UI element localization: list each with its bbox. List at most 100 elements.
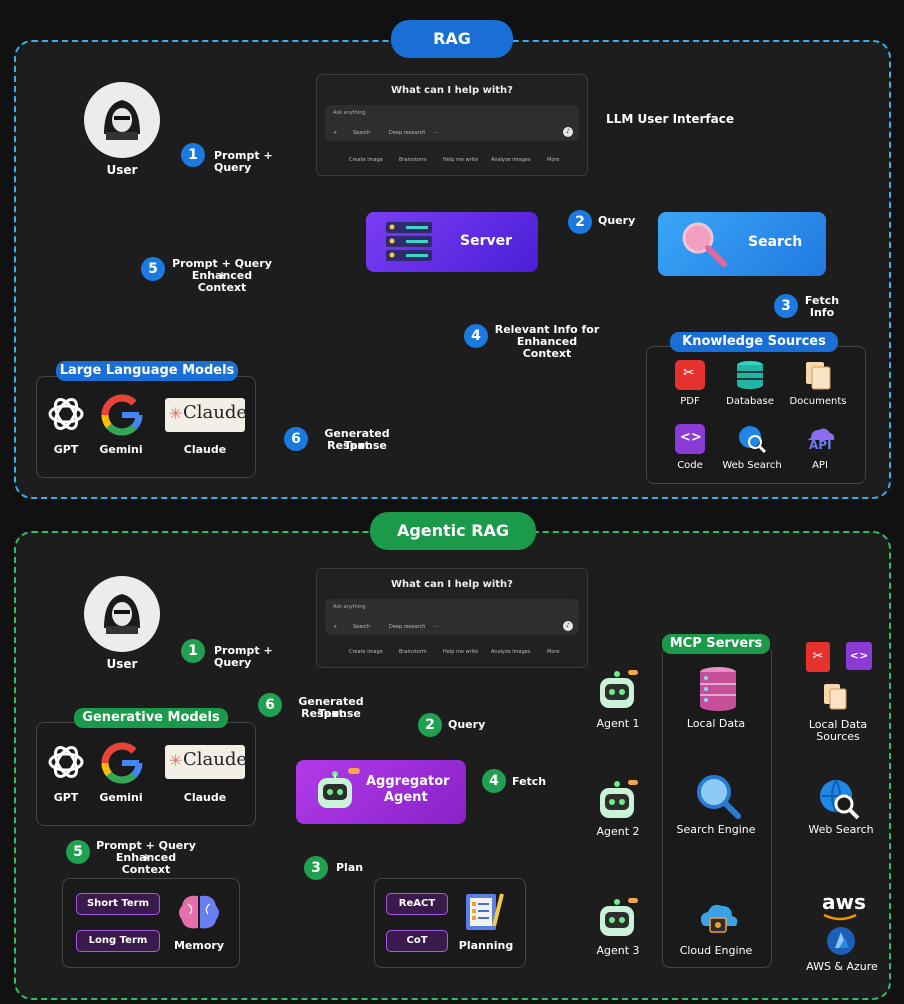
rag-ui-chip[interactable]: Brainstorm [399, 157, 427, 163]
ks-api-label: API [812, 460, 828, 471]
rag-step-4-badge: 4 [464, 324, 488, 348]
rag-ui-input[interactable]: Ask anything + Search Deep research ··· … [325, 105, 579, 141]
agentic-ui-more-button[interactable]: ··· [433, 624, 438, 630]
target-aws-azure-label: AWS & Azure [806, 960, 878, 973]
agent-1-robot-icon [600, 670, 638, 708]
ks-api: API API [790, 424, 850, 471]
rag-claude-label: Claude [183, 443, 227, 456]
agentic-user-label: User [106, 657, 138, 671]
rag-ui-voice-button[interactable]: ♪ [563, 127, 573, 137]
rag-step-5-label-2: Enhanced Context [191, 269, 253, 294]
rag-ui-deep-research-button[interactable]: Deep research [389, 130, 426, 136]
agent-3-robot-icon [600, 898, 638, 936]
aws-logo: aws [822, 890, 866, 914]
agentic-llm-ui-window: What can I help with? Ask anything + Sea… [316, 568, 588, 668]
agentic-gpt-label: GPT [53, 791, 79, 804]
aggregator-label-2: Agent [384, 790, 428, 805]
aggregator-agent: Aggregator Agent [296, 760, 466, 824]
cloud-icon [808, 428, 835, 440]
rag-step-6-label-2: Response [327, 439, 387, 452]
rag-step-3-label-2: Info [809, 306, 835, 319]
rag-knowledge-title: Knowledge Sources [670, 332, 838, 352]
pdf-icon: ✂ [675, 360, 705, 390]
agentic-ui-voice-button[interactable]: ♪ [563, 621, 573, 631]
search-engine-icon [697, 775, 741, 819]
robot-icon [318, 768, 360, 808]
agentic-claude-label: Claude [183, 791, 227, 804]
agentic-ui-chip[interactable]: Brainstorm [399, 649, 427, 655]
rag-ui-add-icon[interactable]: + [333, 130, 338, 136]
server-icon [386, 222, 432, 261]
rag-step-2-badge: 2 [568, 210, 592, 234]
code-icon: <> [675, 424, 705, 454]
ks-web-search: Web Search [722, 424, 782, 471]
ks-documents: Documents [788, 360, 848, 407]
rag-step-3-badge: 3 [774, 294, 798, 318]
agentic-ui-title: What can I help with? [391, 579, 513, 590]
agentic-ui-add-icon[interactable]: + [333, 624, 338, 630]
agentic-ui-chip[interactable]: More [547, 649, 560, 655]
rag-ui-more-button[interactable]: ··· [433, 130, 438, 136]
rag-gemini-label: Gemini [99, 443, 143, 456]
mcp-local-data-label: Local Data [686, 717, 746, 730]
rag-step-6-badge: 6 [284, 427, 308, 451]
rag-llm-title: Large Language Models [56, 361, 238, 381]
target-documents-icon [824, 684, 847, 710]
rag-ui-chip[interactable]: Analyze images [491, 157, 531, 163]
hacker-icon [104, 594, 140, 634]
rag-user-avatar [84, 82, 160, 158]
aggregator-label-1: Aggregator [366, 774, 450, 789]
api-cloud-icon: API [805, 424, 835, 454]
aws-smile-icon [823, 913, 857, 921]
mcp-search-engine-label: Search Engine [676, 823, 756, 836]
agentic-ui-input[interactable]: Ask anything + Search Deep research ··· … [325, 599, 579, 635]
ks-documents-label: Documents [789, 396, 847, 407]
memory-label: Memory [173, 939, 225, 952]
agentic-title-pill: Agentic RAG [370, 512, 536, 550]
database-icon [737, 361, 763, 389]
azure-icon [827, 927, 855, 955]
rag-ui-search-button[interactable]: Search [353, 130, 371, 136]
rag-step-4-label-2: Enhanced Context [516, 335, 578, 360]
rag-claude-logo: ✳ Claude [165, 398, 248, 432]
agentic-ui-chip[interactable]: Help me write [443, 649, 479, 655]
ks-pdf: ✂ PDF [660, 360, 720, 407]
ks-code: <> Code [660, 424, 720, 471]
ks-web-search-label: Web Search [722, 460, 782, 471]
cot-planning: CoT [386, 930, 448, 952]
rag-claude-logo-text: Claude [183, 402, 248, 423]
rag-ui-chip[interactable]: Create image [349, 157, 383, 163]
rag-ui-placeholder: Ask anything [333, 110, 366, 116]
rag-gpt-label: GPT [53, 443, 79, 456]
brain-icon [179, 895, 219, 929]
agentic-step-5-label-2: Enhanced Context [115, 851, 177, 876]
agentic-ui-search-button[interactable]: Search [353, 624, 371, 630]
agentic-step-4-badge: 4 [482, 769, 506, 793]
agentic-ui-deep-research-button[interactable]: Deep research [389, 624, 426, 630]
rag-step-2-label: Query [598, 214, 636, 227]
agentic-user-avatar [84, 576, 160, 652]
rag-ui-chip[interactable]: Help me write [443, 157, 479, 163]
agentic-step-1-label: Prompt + Query [214, 644, 273, 669]
planning-label: Planning [458, 939, 514, 952]
agentic-ui-chip[interactable]: Analyze images [491, 649, 531, 655]
rag-llm-ui-window: What can I help with? Ask anything + Sea… [316, 74, 588, 176]
rag-ui-chip[interactable]: More [547, 157, 560, 163]
cloud-engine-icon [700, 904, 738, 933]
target-local-data-label-2: Sources [816, 730, 860, 743]
agentic-step-3-badge: 3 [304, 856, 328, 880]
target-code-icon: <> [846, 642, 872, 670]
checklist-icon [466, 893, 504, 930]
agent-2-label: Agent 2 [596, 825, 640, 838]
agentic-gemini-label: Gemini [99, 791, 143, 804]
ks-database: Database [720, 360, 780, 407]
target-web-search-icon [820, 779, 860, 820]
openai-icon [48, 398, 84, 430]
rag-title-pill: RAG [391, 20, 513, 58]
rag-step-6-label-1: Generated Text [324, 427, 390, 452]
rag-server: Server [366, 212, 538, 272]
documents-icon [806, 362, 831, 390]
agentic-ui-chip[interactable]: Create image [349, 649, 383, 655]
google-icon [101, 742, 143, 784]
agentic-claude-logo-text: Claude [183, 749, 248, 770]
